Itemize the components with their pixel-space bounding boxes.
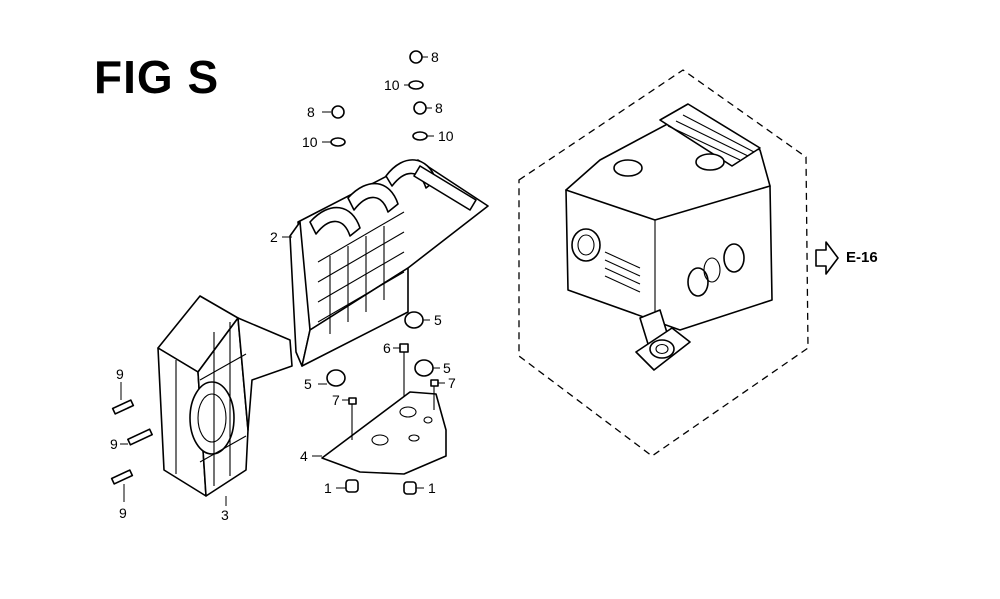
callout-1: 1 [324, 480, 332, 496]
callout-9: 9 [119, 505, 127, 521]
reference-arrow[interactable] [815, 241, 839, 275]
callout-5: 5 [304, 376, 312, 392]
callout-2: 2 [270, 229, 278, 245]
callout-4: 4 [300, 448, 308, 464]
figure-title: FIG S [94, 51, 220, 103]
callout-8: 8 [431, 49, 439, 65]
part-3-bracket [157, 295, 293, 497]
callout-1: 1 [428, 480, 436, 496]
reference-label: E-16 [846, 249, 878, 266]
callout-3: 3 [221, 507, 229, 523]
callout-10: 10 [302, 134, 318, 150]
callout-10: 10 [384, 77, 400, 93]
callout-5: 5 [443, 360, 451, 376]
callout-8: 8 [435, 100, 443, 116]
callout-5: 5 [434, 312, 442, 328]
callout-9: 9 [110, 436, 118, 452]
callouts: 8 10 8 8 10 10 2 5 6 5 5 7 7 9 9 9 4 1 1… [110, 49, 456, 523]
part-2-manifold [289, 159, 489, 367]
callout-7: 7 [332, 392, 340, 408]
muffler-assembly [518, 69, 809, 457]
callout-10: 10 [438, 128, 454, 144]
reference-boundary [518, 69, 809, 457]
callout-6: 6 [383, 340, 391, 356]
part-4-plate [321, 391, 447, 475]
callout-7: 7 [448, 375, 456, 391]
callout-9: 9 [116, 366, 124, 382]
callout-8: 8 [307, 104, 315, 120]
hardware [110, 50, 439, 495]
leader-lines [120, 56, 445, 506]
